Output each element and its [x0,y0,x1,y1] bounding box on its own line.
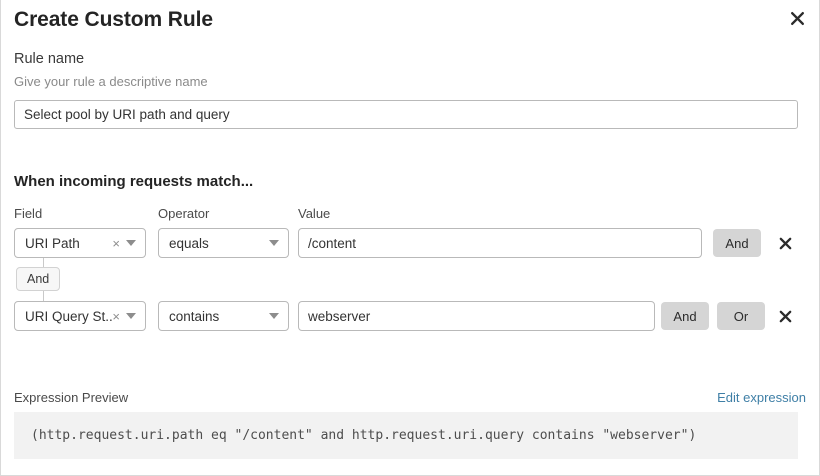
expression-preview-code: (http.request.uri.path eq "/content" and… [31,428,697,443]
clear-icon[interactable]: × [112,235,120,251]
operator-select-2-value: contains [169,308,220,324]
chevron-down-icon [269,240,279,246]
field-select-1[interactable]: URI Path × [14,228,146,258]
connector-line-top [43,258,44,267]
field-select-2[interactable]: URI Query St... × [14,301,146,331]
chevron-down-icon [126,313,136,319]
rule-name-label: Rule name [14,51,85,67]
chevron-down-icon [126,240,136,246]
operator-select-1-value: equals [169,235,209,251]
close-icon[interactable] [785,6,809,30]
field-select-2-value: URI Query St... [25,308,113,324]
expression-preview-label: Expression Preview [14,390,129,405]
page-title: Create Custom Rule [14,8,213,31]
rule-name-input[interactable] [14,100,798,129]
column-header-field: Field [14,206,43,221]
and-button-2[interactable]: And [661,302,709,330]
row-connector-and[interactable]: And [16,267,61,291]
or-button-2[interactable]: Or [717,302,765,330]
column-header-operator: Operator [158,206,210,221]
operator-select-2[interactable]: contains [158,301,289,331]
conditions-heading: When incoming requests match... [14,173,254,190]
rule-name-help-text: Give your rule a descriptive name [14,74,208,89]
edit-expression-link[interactable]: Edit expression [717,390,806,405]
connector-line-bottom [43,291,44,301]
value-input-1[interactable] [298,228,702,258]
field-select-1-value: URI Path [25,235,80,251]
value-input-2[interactable] [298,301,655,331]
expression-preview-box: (http.request.uri.path eq "/content" and… [14,412,798,459]
delete-icon[interactable] [774,228,796,258]
clear-icon[interactable]: × [112,308,120,324]
operator-select-1[interactable]: equals [158,228,289,258]
delete-icon[interactable] [774,301,796,331]
chevron-down-icon [269,313,279,319]
column-header-value: Value [298,206,331,221]
and-button-1[interactable]: And [713,229,761,257]
